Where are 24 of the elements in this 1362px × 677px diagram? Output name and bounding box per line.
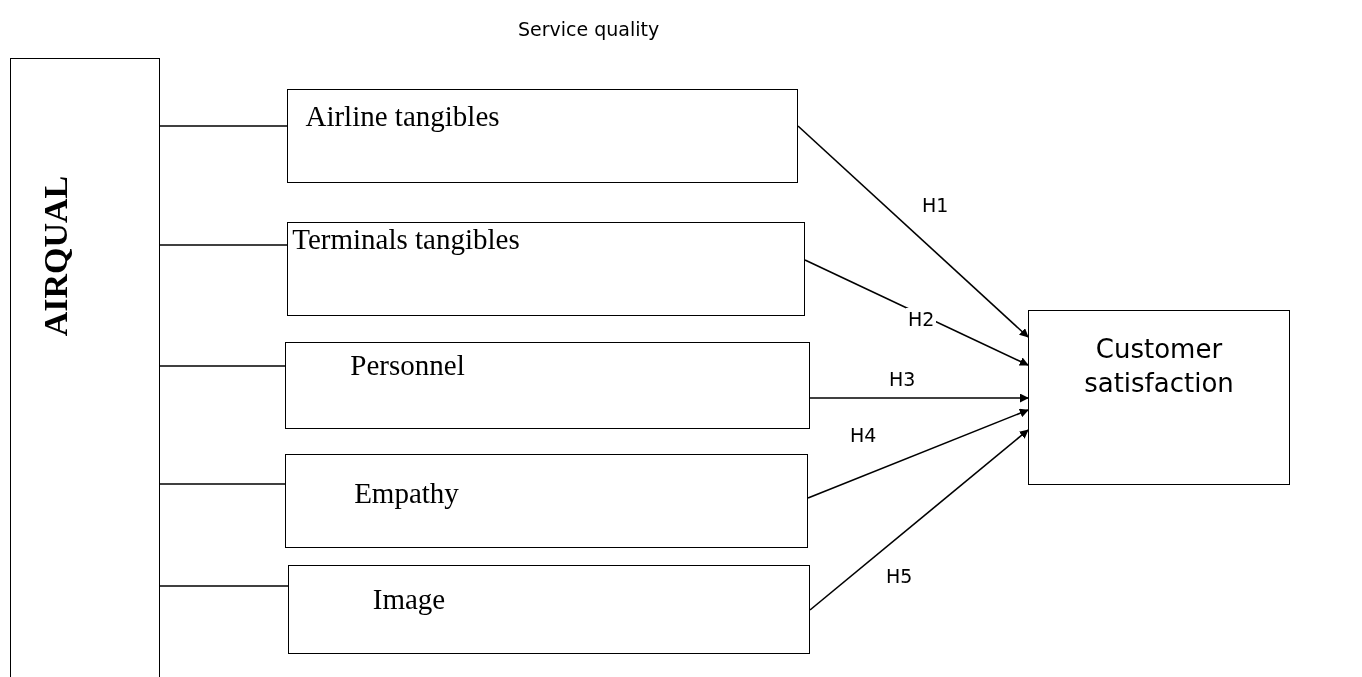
arrow <box>797 125 1029 338</box>
construct-box <box>287 89 798 183</box>
outcome-box <box>1028 310 1290 485</box>
connector-line <box>159 244 288 246</box>
arrow <box>809 393 1029 403</box>
outcome-name: Customer satisfaction <box>1083 332 1235 400</box>
arrow <box>807 408 1029 499</box>
construct-name: Airline tangibles <box>305 99 500 133</box>
diagram-title: Service quality <box>518 18 660 40</box>
construct-box <box>285 454 808 548</box>
construct-box <box>287 222 805 316</box>
construct-box <box>288 565 810 654</box>
connector-line <box>159 483 286 485</box>
scale-title: AIRQUAL <box>37 175 75 336</box>
construct-name: Empathy <box>354 476 459 510</box>
scale-box <box>10 58 160 677</box>
connector-line <box>159 365 286 367</box>
construct-name: Image <box>372 583 446 616</box>
construct-name: Personnel <box>350 349 465 382</box>
construct-box <box>285 342 810 429</box>
connector-line <box>159 585 289 587</box>
arrow <box>809 429 1029 611</box>
connector-line <box>159 125 288 127</box>
construct-name: Terminals tangibles <box>292 222 520 256</box>
